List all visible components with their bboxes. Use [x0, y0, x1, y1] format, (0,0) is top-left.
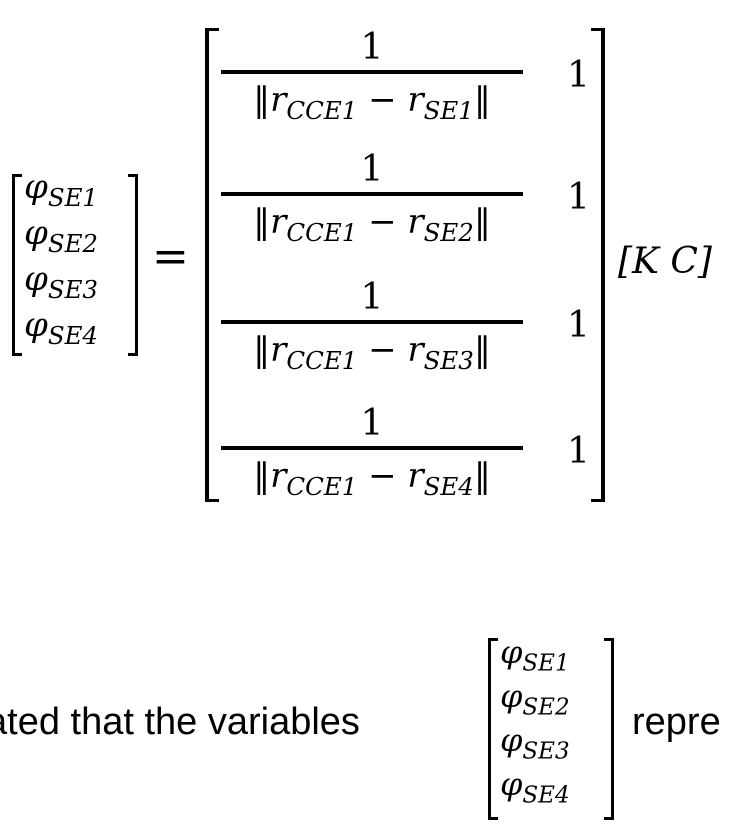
matrix-row: 1 ‖rCCE1 − rSE4‖ 1	[219, 404, 599, 522]
fraction-bar	[221, 192, 523, 196]
matrix-one: 1	[567, 55, 590, 96]
matrix-one: 1	[567, 177, 590, 218]
phi-entry: φSE2	[24, 213, 99, 258]
fraction-bar	[221, 446, 523, 450]
phi-entry: φSE1	[500, 633, 570, 677]
equals-sign: =	[152, 231, 189, 282]
sentence-text-after: repre	[632, 701, 721, 743]
phi-entry: φSE4	[500, 765, 570, 809]
matrix-row: 1 ‖rCCE1 − rSE1‖ 1	[219, 28, 599, 146]
fraction: 1 ‖rCCE1 − rSE3‖	[219, 278, 525, 374]
matrix-left-bracket	[205, 28, 219, 502]
fraction-bar	[221, 70, 523, 74]
right-bracket	[128, 174, 138, 356]
sentence-text-before: ated that the variables	[0, 701, 360, 743]
phi-entry: φSE2	[500, 677, 570, 721]
kc-row-vector: [K C]	[618, 241, 712, 282]
fraction: 1 ‖rCCE1 − rSE1‖	[219, 28, 525, 124]
phi-entry: φSE4	[24, 305, 99, 350]
phi-entry: φSE3	[500, 721, 570, 765]
fraction: 1 ‖rCCE1 − rSE2‖	[219, 150, 525, 246]
matrix-one: 1	[567, 305, 590, 346]
fraction-bar	[221, 320, 523, 324]
coefficient-matrix: 1 ‖rCCE1 − rSE1‖ 1 1 ‖rCCE1 − rSE2‖ 1 1 …	[205, 28, 605, 502]
inline-phi-vector: φSE1 φSE2 φSE3 φSE4	[486, 633, 616, 824]
left-bracket	[12, 174, 22, 356]
matrix-row: 1 ‖rCCE1 − rSE2‖ 1	[219, 150, 599, 268]
matrix-right-bracket	[591, 28, 605, 502]
left-bracket	[488, 638, 498, 820]
matrix-one: 1	[567, 431, 590, 472]
phi-entry: φSE1	[24, 167, 99, 212]
matrix-row: 1 ‖rCCE1 − rSE3‖ 1	[219, 278, 599, 396]
right-bracket	[604, 638, 614, 820]
phi-entry: φSE3	[24, 259, 99, 304]
lhs-phi-vector: φSE1 φSE2 φSE3 φSE4	[10, 167, 140, 360]
fraction: 1 ‖rCCE1 − rSE4‖	[219, 404, 525, 500]
